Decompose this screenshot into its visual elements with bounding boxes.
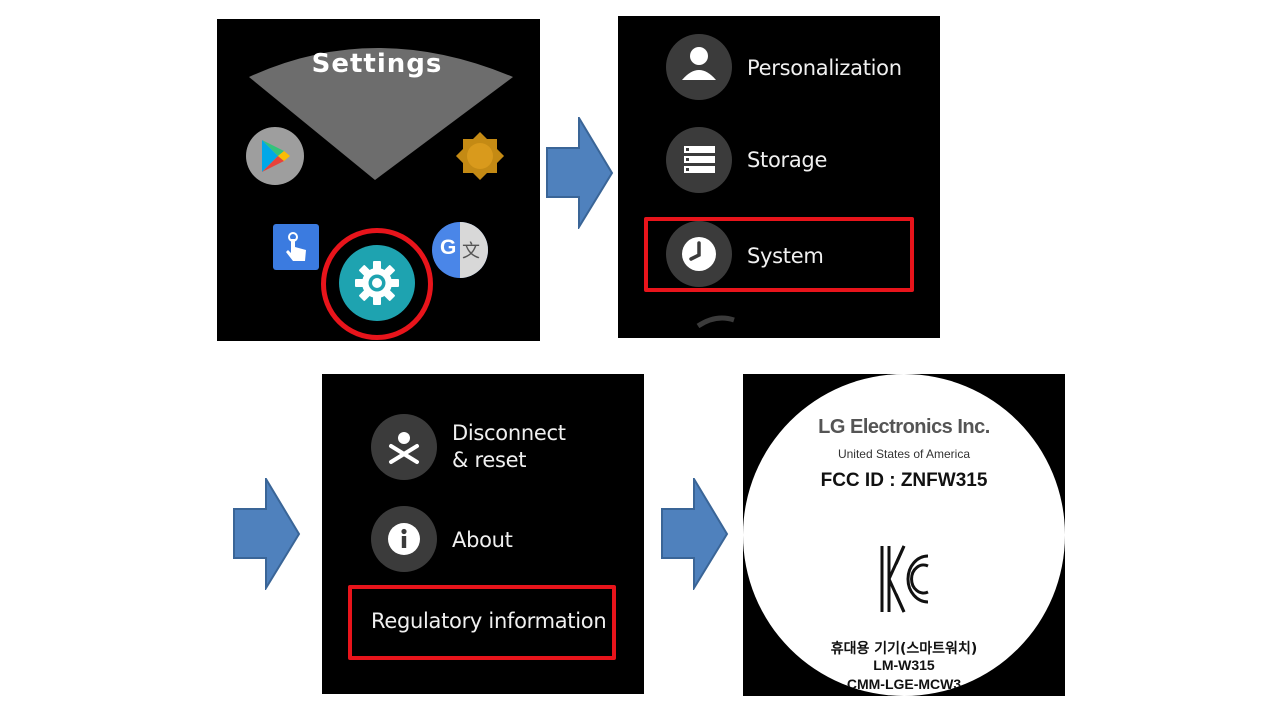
model-number-text: LM-W315 [873, 657, 935, 673]
menu-item-label: Personalization [747, 56, 902, 80]
menu-item-system[interactable]: System [618, 208, 940, 308]
arrow-right-icon [233, 478, 301, 590]
company-name: LG Electronics Inc. [818, 416, 990, 438]
launcher-screen: Settings [217, 19, 540, 341]
arrow-right-icon [661, 478, 729, 590]
country-text: United States of America [837, 447, 971, 461]
system-highlight-box [644, 217, 914, 292]
next-item-hint [696, 315, 735, 328]
menu-item-label: About [452, 528, 513, 552]
info-icon [371, 506, 437, 572]
storage-icon [666, 127, 732, 193]
menu-item-about[interactable]: About [322, 489, 644, 579]
fcc-id-text: FCC ID : ZNFW315 [820, 470, 988, 491]
google-translate-icon[interactable]: G 文 [432, 222, 488, 278]
menu-item-storage[interactable]: Storage [618, 114, 940, 208]
translate-g-glyph: G [440, 236, 457, 259]
brightness-icon[interactable] [451, 127, 509, 185]
menu-item-label-line1: Disconnect [452, 421, 566, 445]
clock-icon [666, 221, 732, 287]
person-icon [666, 34, 732, 100]
gesture-icon[interactable] [273, 224, 319, 270]
settings-list-screen: Personalization Storage [618, 16, 940, 338]
launcher-title: Settings [311, 49, 443, 79]
menu-item-personalization[interactable]: Personalization [618, 16, 940, 114]
certification-number-text: CMM-LGE-MCW3 [846, 676, 962, 692]
menu-item-disconnect-reset[interactable]: Disconnect & reset [322, 374, 644, 489]
regulatory-info-screen: LG Electronics Inc. United States of Ame… [743, 374, 1065, 696]
arrow-right-icon [546, 117, 614, 229]
disconnect-reset-icon [371, 414, 437, 480]
kc-mark-icon [880, 545, 929, 613]
menu-item-label: Storage [747, 148, 828, 172]
system-menu-screen: Disconnect & reset About Regulatory info… [322, 374, 644, 694]
settings-wedge [249, 48, 513, 180]
menu-item-label: System [747, 244, 824, 268]
settings-highlight-ring [321, 228, 433, 340]
watch-face-circle: LG Electronics Inc. United States of Ame… [743, 374, 1065, 696]
menu-item-label-line2: & reset [452, 448, 527, 472]
device-type-text: 휴대용 기기(스마트워치) [830, 641, 978, 657]
menu-item-regulatory-information[interactable]: Regulatory information [322, 589, 644, 664]
translate-kanji-glyph: 文 [462, 241, 480, 262]
play-store-icon[interactable] [246, 127, 304, 185]
regulatory-highlight-box [348, 585, 616, 660]
menu-item-label: Regulatory information [371, 609, 607, 633]
